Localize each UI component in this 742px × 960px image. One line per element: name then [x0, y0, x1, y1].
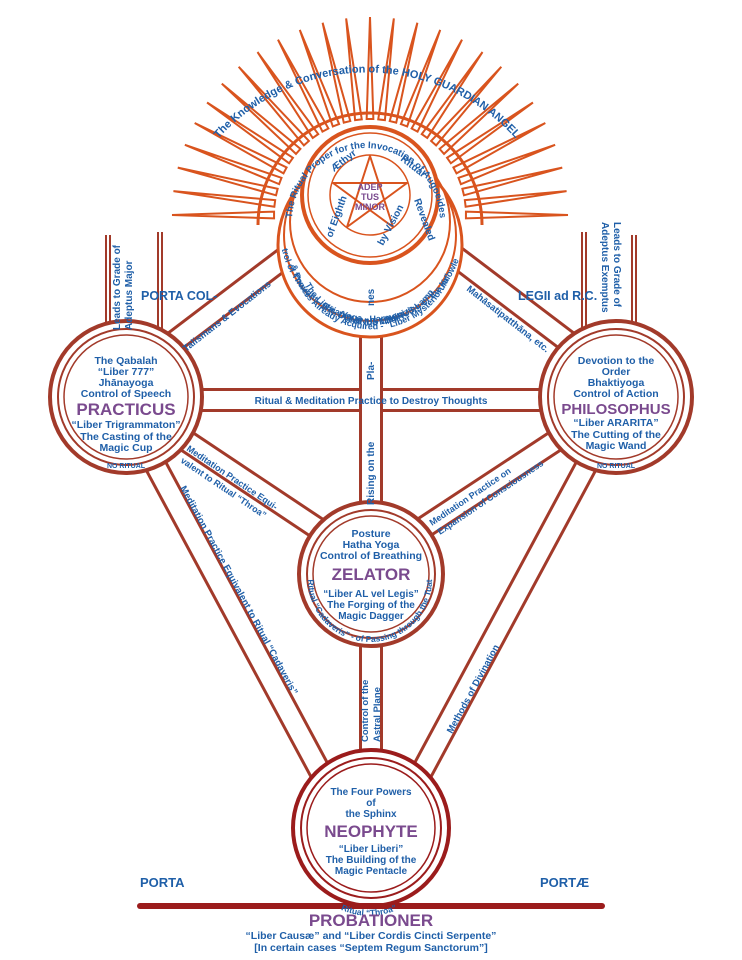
- philosophus-line-4: Control of Action: [573, 388, 658, 400]
- zelator-sphere: [297, 500, 445, 648]
- philosophus-text: Devotion to the Order Bhaktiyoga Control…: [561, 355, 670, 470]
- sun-ray: [452, 122, 546, 175]
- probationer-line-1: “Liber Causæ” and “Liber Cordis Cincti S…: [246, 930, 497, 942]
- zelator-title: ZELATOR: [332, 565, 411, 584]
- practicus-title: PRACTICUS: [76, 400, 175, 419]
- sun-ray: [445, 101, 534, 165]
- neophyte-ring-text: Ritual “Throa”: [340, 902, 398, 917]
- sun-ray: [184, 143, 283, 186]
- planes-label-3: nes: [366, 288, 377, 306]
- astral-line-2: Astral Plane: [372, 687, 383, 742]
- sun-ray: [377, 18, 395, 122]
- sun-ray: [345, 18, 363, 122]
- sun-ray: [221, 82, 302, 156]
- neophyte-tool-1: The Building of the: [326, 855, 417, 866]
- sun-ray: [399, 29, 442, 128]
- adeptus-minor-sphere: [276, 125, 464, 339]
- neophyte-text: The Four Powers of the Sphinx NEOPHYTE “…: [324, 787, 418, 918]
- sun-ray: [277, 39, 330, 133]
- philosophus-tool-2: Magic Wand: [586, 440, 647, 452]
- zelator-tool-1: The Forging of the: [327, 600, 415, 611]
- leads-left-line-2: Adeptus Major: [124, 260, 135, 330]
- neophyte-sphere: [291, 748, 451, 908]
- philosophus-line-2: Order: [602, 366, 631, 378]
- pentagram-icon: [332, 155, 408, 228]
- practicus-line-1: The Qabalah: [94, 355, 157, 367]
- sun-ray: [321, 22, 352, 124]
- sun-ray: [464, 210, 569, 220]
- zelator-book: “Liber AL vel Legis”: [323, 589, 419, 600]
- sun-ray: [365, 16, 375, 121]
- sun-ray: [457, 143, 556, 186]
- zelator-line-3: Control of Breathing: [320, 550, 422, 562]
- neophyte-line-2: of: [366, 798, 376, 809]
- sun-rays: [171, 16, 569, 226]
- sun-ray: [194, 122, 288, 175]
- ritual-meditation-label: Ritual & Meditation Practice to Destroy …: [255, 396, 488, 407]
- philosophus-sphere: [538, 319, 694, 475]
- philosophus-line-3: Bhaktiyoga: [588, 377, 645, 389]
- philosophus-no-ritual: NO RITUAL: [597, 463, 636, 470]
- sun-ray: [177, 166, 279, 197]
- sun-ray: [237, 66, 311, 147]
- practicus-text: The Qabalah “Liber 777” Jhānayoga Contro…: [71, 355, 180, 470]
- sun-ray-ring: [256, 111, 484, 226]
- sun-ray: [173, 190, 277, 208]
- philosophus-book: “Liber ARARITA”: [573, 417, 658, 429]
- practicus-tool-1: The Casting of the: [80, 431, 172, 443]
- astral-line-1: Control of the: [360, 680, 371, 742]
- probationer-line-2: [In certain cases “Septem Regum Sanctoru…: [254, 942, 487, 954]
- med-throa-line-1: Meditation Practice Equi-: [185, 443, 280, 511]
- porta-label: PORTA: [140, 875, 185, 890]
- sun-ray: [298, 29, 341, 128]
- sun-ray: [256, 51, 320, 140]
- practicus-book: “Liber Trigrammaton”: [71, 419, 180, 431]
- practicus-no-ritual: NO RITUAL: [107, 463, 146, 470]
- sun-ray: [463, 190, 567, 208]
- zelator-line-2: Hatha Yoga: [343, 539, 400, 551]
- neophyte-line-3: the Sphinx: [345, 809, 397, 820]
- porta-col-label: PORTA COL-: [141, 289, 217, 303]
- practicus-tool-2: Magic Cup: [99, 442, 152, 454]
- neophyte-book: “Liber Liberi”: [339, 844, 403, 855]
- philosophus-line-1: Devotion to the: [578, 355, 655, 367]
- sun-ray: [388, 22, 419, 124]
- neophyte-title: NEOPHYTE: [324, 822, 418, 841]
- leads-right-line-1: Leads to Grade of: [611, 222, 622, 308]
- practicus-line-2: “Liber 777”: [98, 366, 155, 378]
- philosophus-title: PHILOSOPHUS: [561, 401, 670, 418]
- sun-ray: [410, 39, 463, 133]
- neophyte-tool-2: Magic Pentacle: [335, 866, 408, 877]
- sun-ray: [429, 66, 503, 147]
- adeptus-minor-line-3: MINOR: [355, 202, 385, 212]
- zelator-line-1: Posture: [351, 528, 390, 540]
- sun-ray: [206, 101, 295, 165]
- practicus-line-4: Control of Speech: [81, 388, 171, 400]
- neophyte-line-1: The Four Powers: [330, 787, 412, 798]
- leads-left-line-1: Leads to Grade of: [112, 244, 123, 330]
- philosophus-tool-1: The Cutting of the: [571, 429, 661, 441]
- practicus-line-3: Jhānayoga: [99, 377, 154, 389]
- portae-label: PORTÆ: [540, 875, 589, 890]
- practicus-sphere: [48, 319, 204, 475]
- sun-ray: [171, 210, 276, 220]
- sun-ray: [438, 82, 519, 156]
- probationer-title: PROBATIONER: [309, 911, 433, 930]
- zelator-tool-2: Magic Dagger: [338, 611, 404, 622]
- legii-label: LEGII ad R.C.: [518, 289, 597, 303]
- adeptus-minor-line-2: TUS: [361, 192, 379, 202]
- planes-label-1: Rising on the: [366, 441, 377, 505]
- leads-right-line-2: Adeptus Exemptus: [599, 222, 610, 313]
- sun-ray: [461, 166, 563, 197]
- adeptus-minor-line-1: ADEP: [357, 182, 382, 192]
- sun-ray: [420, 51, 484, 140]
- planes-label-2: Pla-: [366, 362, 377, 380]
